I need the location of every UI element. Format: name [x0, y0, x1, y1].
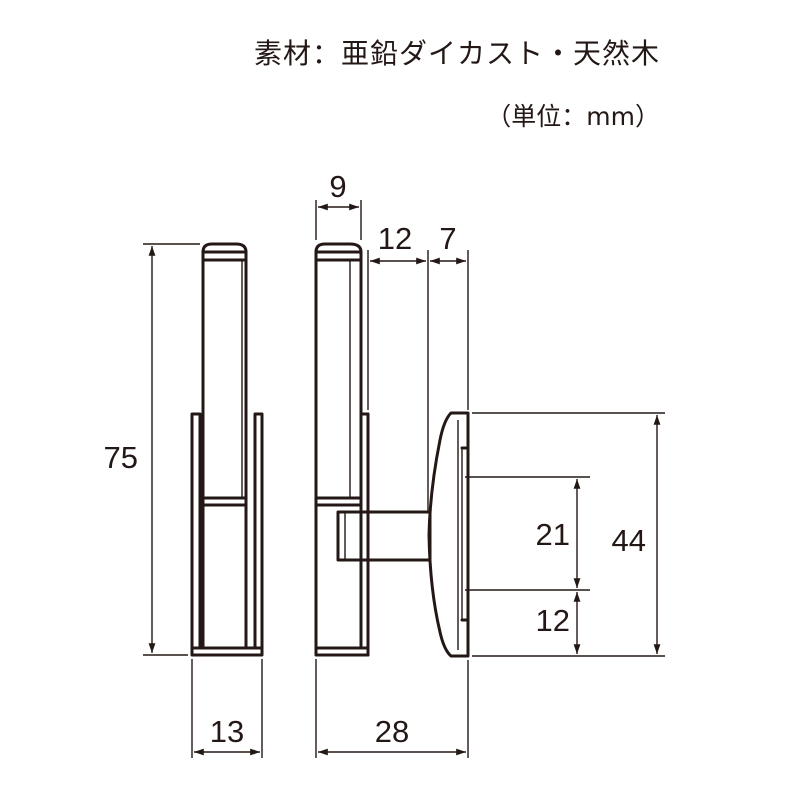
side-gap-label: 12	[378, 221, 412, 256]
knob-height-dimensions: 21 12 44	[465, 412, 665, 657]
side-total-width-dimension: 28	[315, 659, 469, 758]
knob-inner-label: 21	[536, 517, 570, 552]
knob-depth-label: 7	[439, 221, 456, 256]
side-knob	[427, 411, 470, 658]
knob-lower-label: 12	[536, 603, 570, 638]
side-stick	[314, 242, 363, 650]
front-view	[190, 242, 264, 657]
material-label: 素材：亜鉛ダイカスト・天然木	[253, 37, 660, 70]
front-width-dimension: 13	[191, 659, 263, 758]
front-stick	[201, 242, 248, 650]
side-top-width-label: 9	[329, 169, 346, 204]
front-height-label: 75	[104, 440, 138, 475]
front-height-dimension: 75	[104, 243, 200, 656]
knob-height-label: 44	[612, 523, 646, 558]
side-total-width-label: 28	[375, 714, 409, 749]
unit-label: （単位：mm）	[486, 102, 660, 131]
front-width-label: 13	[210, 714, 244, 749]
side-view	[314, 242, 470, 658]
front-bracket	[190, 412, 264, 657]
side-top-width-dimension: 9	[315, 169, 362, 240]
side-gap-dimension: 12 7	[367, 221, 469, 512]
side-shaft	[336, 510, 432, 562]
